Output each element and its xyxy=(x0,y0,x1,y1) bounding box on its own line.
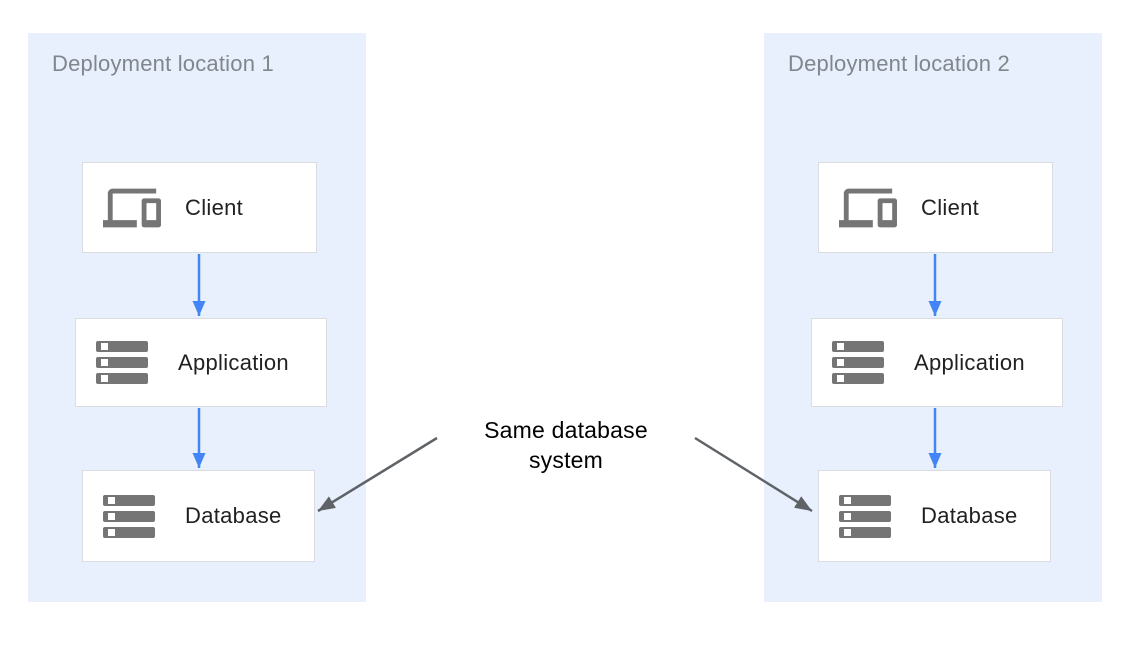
node-label: Application xyxy=(914,349,1025,375)
panel-title: Deployment location 1 xyxy=(52,51,274,76)
node-label: Client xyxy=(921,194,980,220)
server-bar xyxy=(96,357,148,368)
node-label: Database xyxy=(921,503,1018,528)
server-icon xyxy=(96,341,154,384)
server-bar xyxy=(832,341,884,352)
server-bar xyxy=(839,510,891,522)
deployment-location-1-panel: Deployment location 1 Client Application xyxy=(28,33,366,602)
database-node: Database xyxy=(82,470,315,562)
application-node: Application xyxy=(811,318,1063,407)
server-bar xyxy=(103,526,155,538)
server-bar xyxy=(96,373,148,384)
server-icon xyxy=(103,494,161,538)
client-node: Client xyxy=(818,162,1053,253)
server-bar xyxy=(832,373,884,384)
devices-icon xyxy=(839,186,897,230)
deployment-location-2-panel: Deployment location 2 Client Application xyxy=(764,33,1102,602)
server-bar xyxy=(832,357,884,368)
annotation-same-database-system: Same database system xyxy=(484,417,648,473)
server-bar xyxy=(839,526,891,538)
node-label: Application xyxy=(178,349,289,375)
server-bar xyxy=(103,510,155,522)
application-node: Application xyxy=(75,318,327,407)
server-icon xyxy=(832,341,890,384)
database-node: Database xyxy=(818,470,1051,562)
devices-icon xyxy=(103,186,161,230)
panel-title: Deployment location 2 xyxy=(788,51,1010,76)
server-bar xyxy=(839,494,891,506)
server-bar xyxy=(103,494,155,506)
server-icon xyxy=(839,494,897,538)
node-label: Database xyxy=(185,503,282,528)
client-node: Client xyxy=(82,162,317,253)
node-label: Client xyxy=(185,194,244,220)
server-bar xyxy=(96,341,148,352)
